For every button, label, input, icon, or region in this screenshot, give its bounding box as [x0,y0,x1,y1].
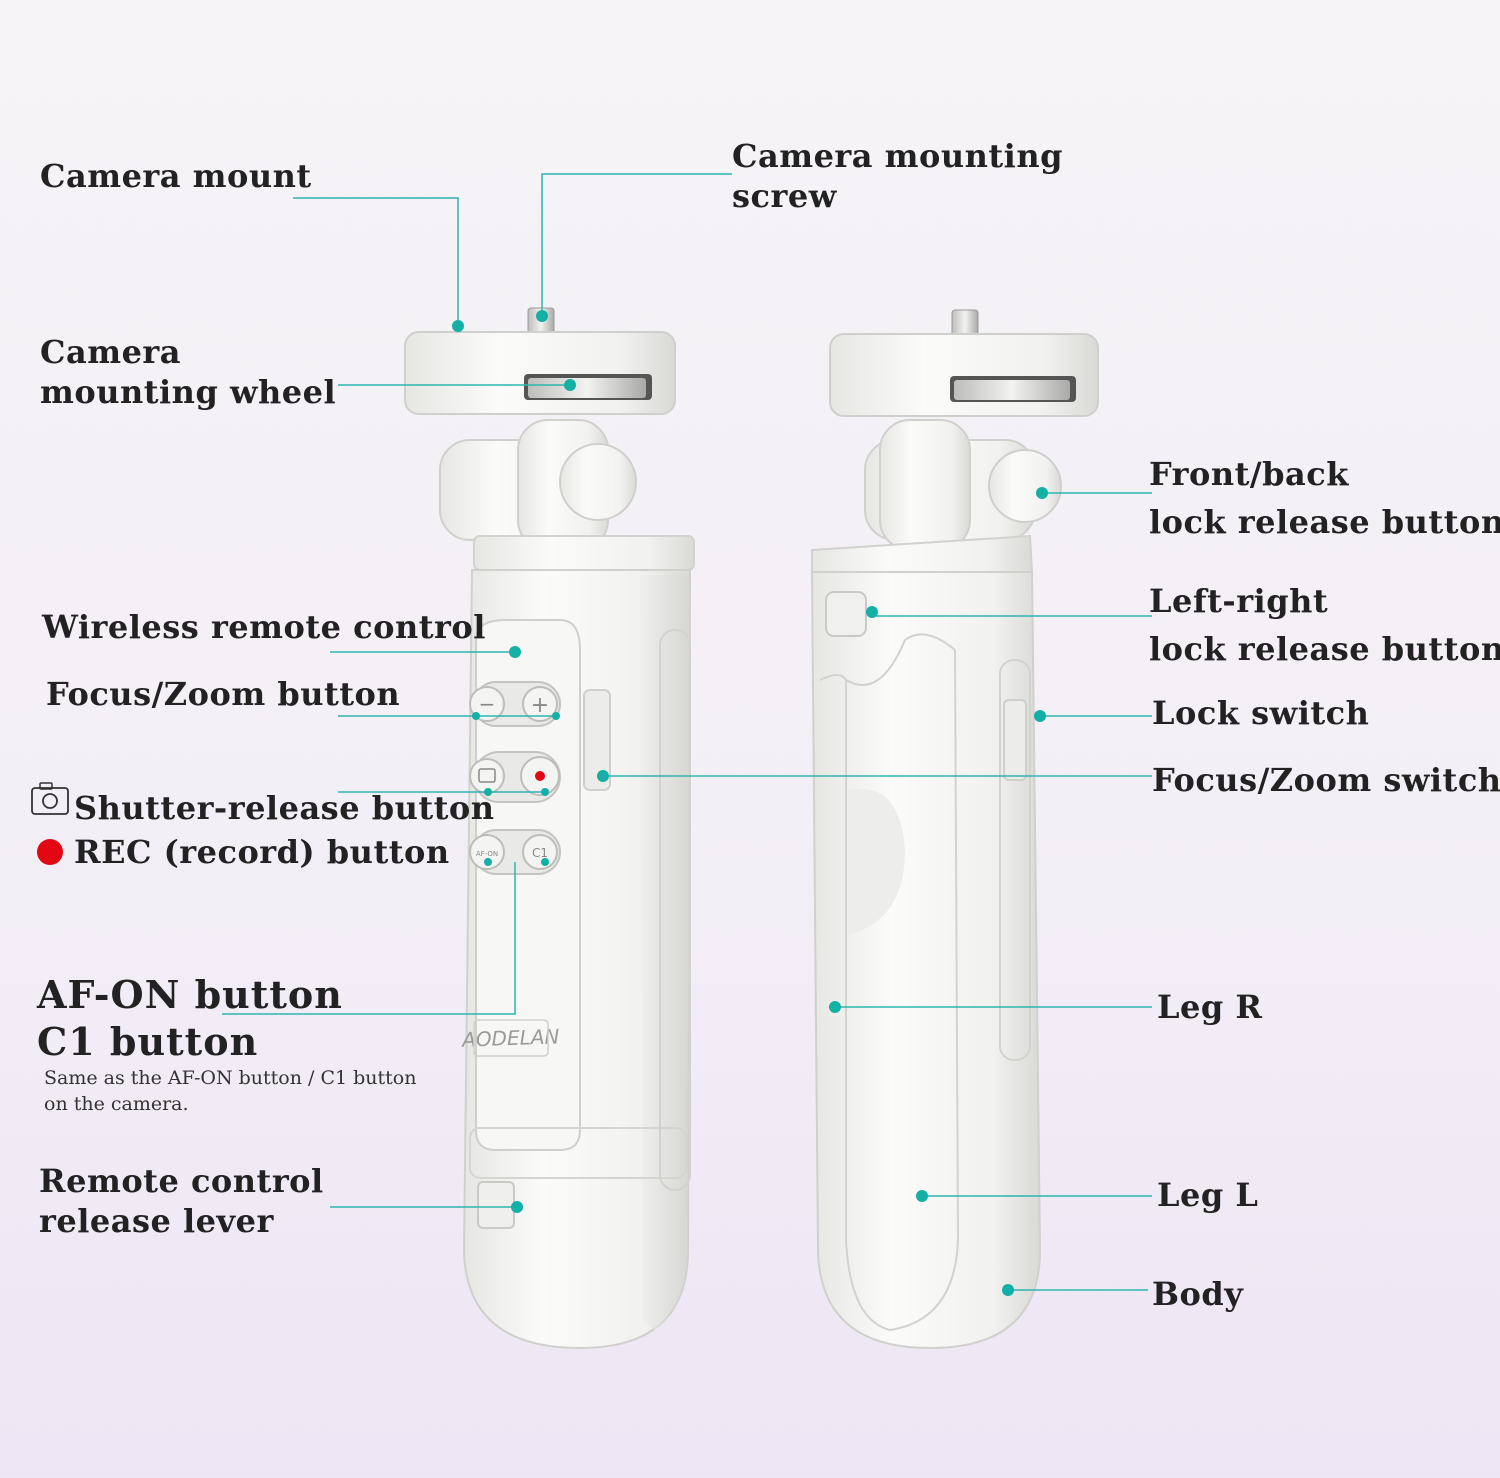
label-af-on-button: AF-ON button [37,972,343,1017]
label-focus-zoom-button: Focus/Zoom button [46,675,401,713]
minus-button-glyph: − [479,692,496,716]
label-wireless-remote-control: Wireless remote control [42,608,486,646]
label-line: Camera mounting [732,137,1063,175]
mounting-wheel-left [528,378,646,398]
lock-switch-part [1003,699,1027,781]
label-remote-control-release-lever: Remote control release lever [39,1161,324,1241]
label-shutter-release-button: Shutter-release button [74,789,495,827]
focus-zoom-switch-left [583,689,611,791]
afon-button-text: AF-ON [476,850,498,858]
marker-dots [452,310,1048,1296]
label-line: Left-right [1149,582,1329,620]
note-line: Same as the AF-ON button / C1 button [44,1067,417,1089]
label-c1-button: C1 button [37,1019,259,1064]
label-line: release lever [39,1202,274,1240]
label-camera-mounting-wheel: Camera mounting wheel [40,332,336,412]
label-line: Front/back [1149,455,1349,493]
label-line: Remote control [39,1162,324,1200]
plus-button-glyph: + [531,693,549,718]
label-line: screw [732,177,837,215]
label-left-right-lock-release: Left-right lock release button [1149,577,1500,673]
right-grip [810,309,1099,1350]
label-camera-mount: Camera mount [40,157,312,195]
label-front-back-lock-release: Front/back lock release button [1149,450,1500,546]
remote-rec-dot [535,771,545,781]
label-rec-button: REC (record) button [74,833,450,871]
top-plate-left [404,331,676,415]
note-line: on the camera. [44,1093,189,1115]
label-leg-r: Leg R [1157,988,1263,1026]
left-right-lock-button [825,591,867,637]
label-body: Body [1152,1275,1244,1313]
camera-icon [31,782,69,815]
release-lever [477,1181,515,1229]
label-focus-zoom-switch: Focus/Zoom switch [1152,761,1500,799]
label-line: mounting wheel [40,373,337,411]
label-lock-switch: Lock switch [1152,694,1370,732]
brand-logo: AODELAN [460,1024,560,1051]
front-back-lock-knob [988,449,1062,523]
label-line: lock release button [1149,503,1500,541]
label-camera-mounting-screw: Camera mounting screw [732,136,1063,216]
label-line: Camera [40,333,182,371]
left-grip: − + AF-ON C1 AODELAN [404,307,695,1350]
rec-dot-icon [37,839,63,865]
note-af-c1: Same as the AF-ON button / C1 button on … [44,1065,416,1117]
leader-lines [222,173,1152,1291]
c1-button-text: C1 [532,846,548,860]
body-right [810,571,1042,1350]
label-leg-l: Leg L [1157,1176,1259,1214]
label-line: lock release button [1149,630,1500,668]
